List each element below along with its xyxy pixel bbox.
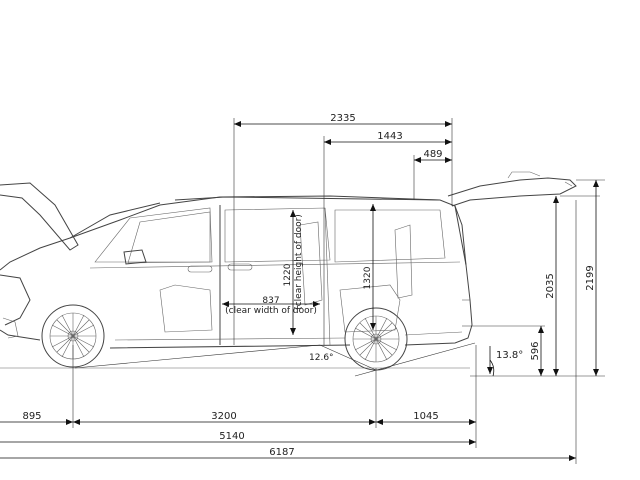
open-tailgate — [447, 177, 577, 207]
dim-label-596: 596 — [530, 341, 541, 360]
dim-label-1320: 1320 — [363, 266, 373, 289]
angle-label-ramp: 12.6° — [309, 353, 334, 363]
length-dimensions: 895 3200 1045 5140 6187 — [0, 200, 577, 464]
top-dimensions: 2335 1443 489 — [233, 113, 453, 345]
dim-label-2335: 2335 — [330, 113, 355, 124]
dim-label-1045: 1045 — [413, 411, 438, 422]
dim-label-1443: 1443 — [377, 131, 402, 142]
van-outline — [0, 171, 577, 369]
van-body — [0, 195, 473, 349]
dim-label-6187: 6187 — [269, 447, 294, 458]
open-hood — [0, 182, 79, 251]
dim-label-895: 895 — [22, 411, 41, 422]
angle-label-rear: 13.8° — [496, 350, 523, 361]
rear-wheel — [344, 307, 408, 371]
door-dimensions: 1220 (clear height of door) 1320 837 (cl… — [222, 204, 376, 335]
dim-label-3200: 3200 — [211, 411, 236, 422]
height-dimensions: 2035 2199 596 13.8° 12.6° — [74, 179, 605, 377]
dim-label-5140: 5140 — [219, 431, 244, 442]
dim-note-837: (clear width of door) — [225, 306, 317, 316]
dim-label-1220: 1220 — [283, 263, 293, 286]
dim-label-2035: 2035 — [545, 273, 556, 298]
dim-label-2199: 2199 — [585, 265, 596, 290]
dim-label-489: 489 — [423, 149, 442, 160]
dim-note-1220: (clear height of door) — [294, 214, 304, 310]
dim-label-837: 837 — [262, 296, 279, 306]
